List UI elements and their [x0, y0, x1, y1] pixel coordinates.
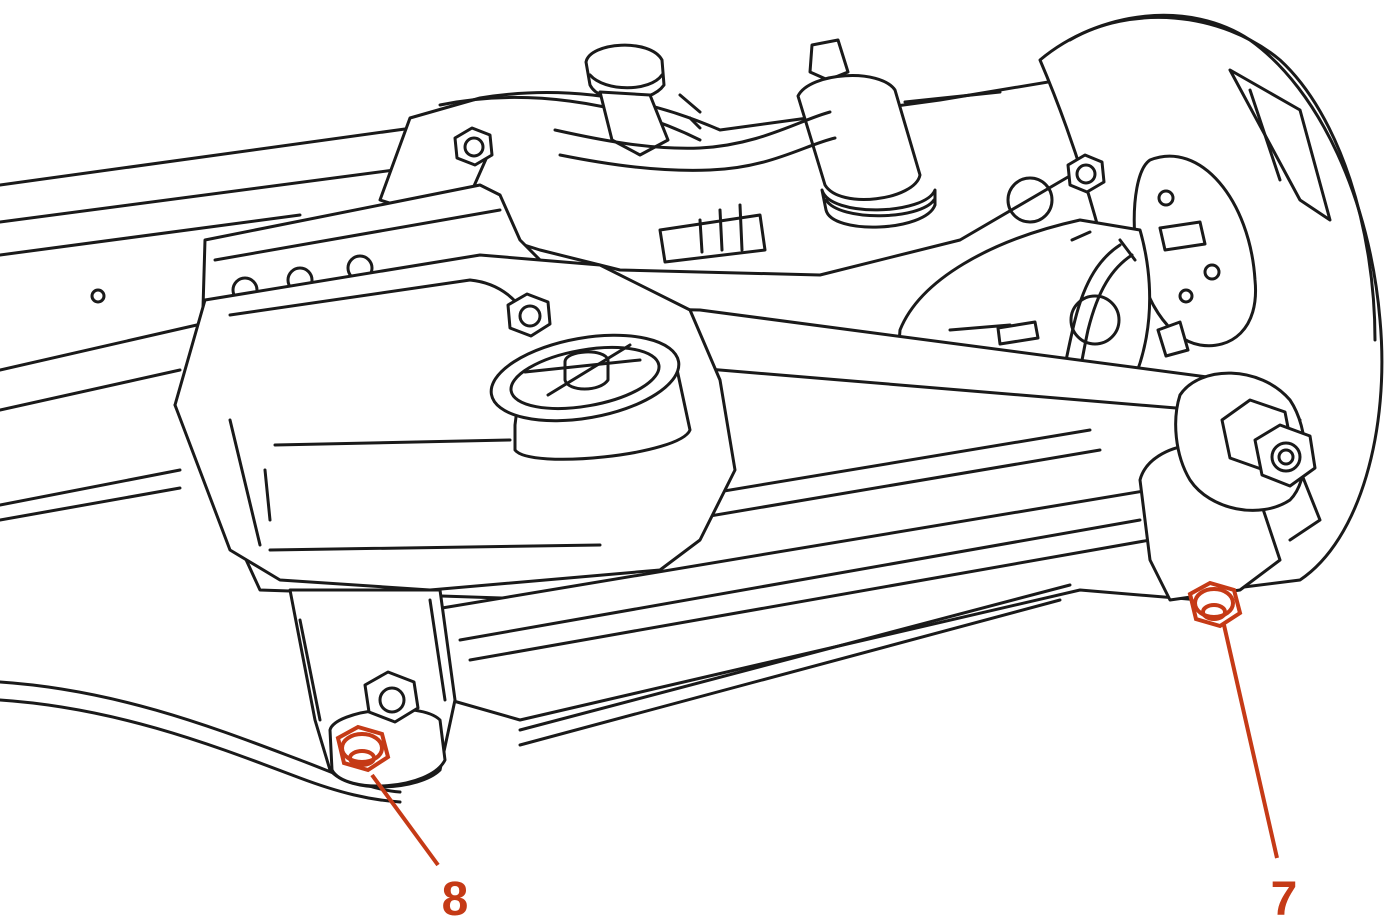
leader-line-7: [1222, 624, 1279, 859]
brake-fitting: [584, 43, 702, 157]
frame-rail: [0, 118, 472, 522]
leader-line-8: [370, 773, 440, 867]
bump-stop: [489, 333, 692, 461]
callout-label-8: 8: [442, 873, 469, 919]
nut-lower-left: [363, 670, 420, 724]
callout-label-7: 7: [1271, 873, 1298, 919]
callout-nut-7: [1187, 580, 1243, 629]
callout-nut-8: [335, 724, 391, 773]
shock-absorber: [796, 38, 937, 229]
nut-upper-left: [453, 126, 494, 167]
nut-right-hub: [1220, 398, 1317, 488]
hub-plate: [1132, 154, 1258, 358]
brake-hose: [553, 110, 837, 172]
nut-upper-right: [1066, 153, 1106, 194]
center-bracket: [658, 203, 767, 264]
nut-mid-left: [506, 292, 552, 338]
